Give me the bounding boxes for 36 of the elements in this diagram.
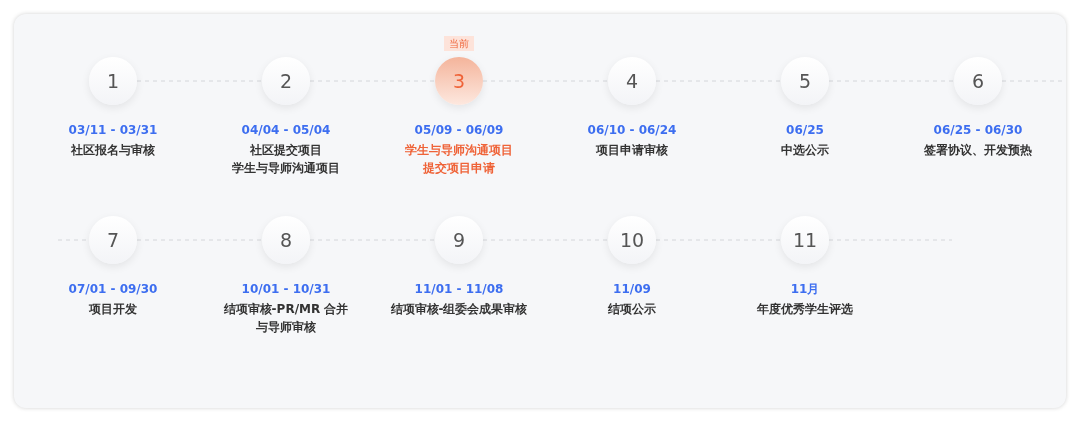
step-description: 学生与导师沟通项目	[405, 142, 513, 159]
step-description: 项目开发	[89, 301, 137, 318]
step-number: 4	[625, 70, 639, 92]
date-range: 06/10 - 06/24	[587, 122, 677, 139]
step-description: 提交项目申请	[423, 160, 495, 177]
step-number: 1	[106, 70, 120, 92]
step-description: 社区提交项目	[250, 142, 322, 159]
step-number: 10	[619, 229, 645, 251]
step-number: 6	[971, 70, 985, 92]
step-number: 11	[792, 229, 818, 251]
step-description: 结项审核-PR/MR 合并与导师审核	[222, 301, 350, 336]
date-range: 06/25 - 06/30	[933, 122, 1023, 139]
date-range: 05/09 - 06/09	[414, 122, 504, 139]
date-range: 11/01 - 11/08	[414, 281, 504, 298]
step-number: 5	[798, 70, 812, 92]
step-description: 结项审核-组委会成果审核	[390, 301, 528, 318]
step-number: 8	[279, 229, 293, 251]
step-number: 2	[279, 70, 293, 92]
date-range: 10/01 - 10/31	[241, 281, 331, 298]
status-tag: 当前	[444, 36, 474, 51]
step-number: 7	[106, 229, 120, 251]
step-number: 3	[452, 70, 466, 92]
date-range: 07/01 - 09/30	[68, 281, 158, 298]
date-range: 11月	[790, 281, 820, 298]
step-description: 项目申请审核	[596, 142, 668, 159]
date-range: 03/11 - 03/31	[68, 122, 158, 139]
step-description: 中选公示	[781, 142, 829, 159]
step-description: 签署协议、开发预热	[924, 142, 1032, 159]
step-description: 社区报名与审核	[71, 142, 155, 159]
date-range: 04/04 - 05/04	[241, 122, 331, 139]
date-range: 06/25	[786, 122, 824, 139]
step-description: 年度优秀学生评选	[757, 301, 853, 318]
step-number: 9	[452, 229, 466, 251]
step-description: 结项公示	[608, 301, 656, 318]
date-range: 11/09	[613, 281, 651, 298]
step-description: 学生与导师沟通项目	[232, 160, 340, 177]
